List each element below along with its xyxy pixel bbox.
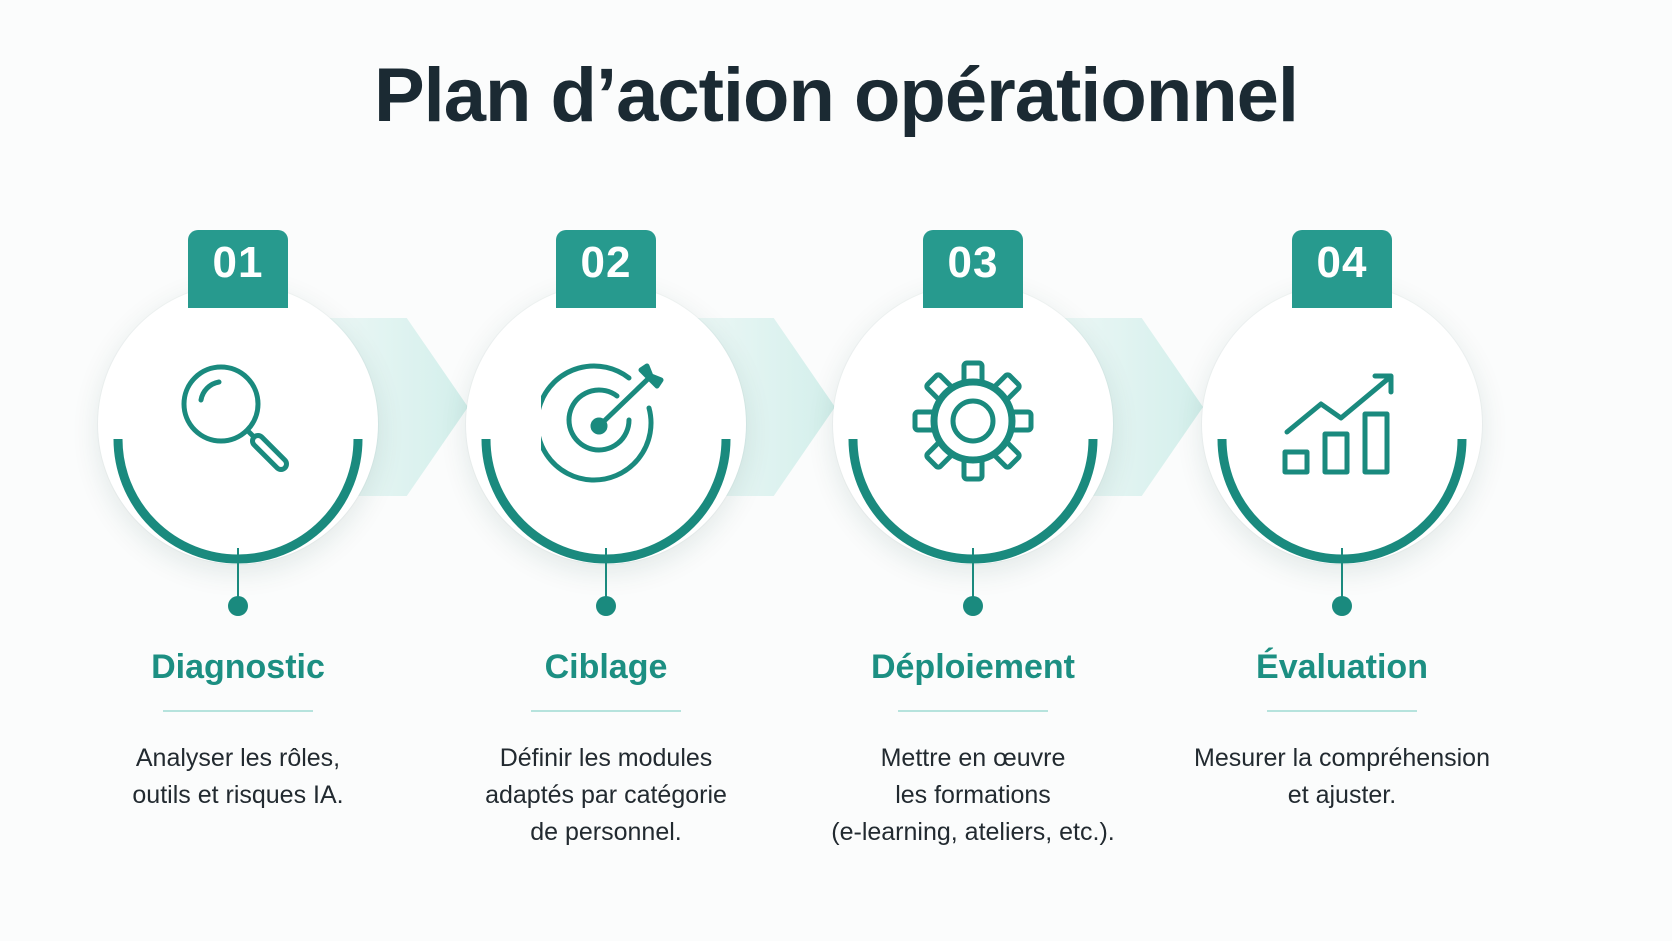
magnifying-glass-icon — [181, 364, 289, 472]
connector-line — [237, 548, 239, 606]
step-description: Mettre en œuvre les formations (e-learni… — [831, 744, 1115, 846]
step-2: 02 Ciblage Définir les modules adaptés p… — [416, 228, 796, 868]
step-circle — [833, 284, 1113, 564]
growth-chart-icon — [1282, 373, 1394, 475]
connector-dot — [963, 596, 983, 616]
target-icon — [541, 363, 664, 483]
step-description: Analyser les rôles, outils et risques IA… — [132, 744, 344, 809]
step-title: Diagnostic — [151, 648, 325, 686]
step-number-badge: 01 — [188, 230, 288, 308]
step-circle — [98, 284, 378, 564]
step-number-badge: 03 — [923, 230, 1023, 308]
step-1: 01 Diagnostic Analyser les rôles, outils… — [48, 228, 428, 868]
step-number-badge: 02 — [556, 230, 656, 308]
step-title: Ciblage — [544, 648, 668, 686]
title-underline — [1267, 710, 1417, 712]
step-3: 03 Déploiement Mettre en œuvre les forma… — [783, 228, 1163, 868]
step-4: 04 Évaluation Mesurer la compréhension e… — [1152, 228, 1532, 868]
title-underline — [163, 710, 313, 712]
page-title: Plan d’action opérationnel — [373, 53, 1299, 138]
title-underline — [898, 710, 1048, 712]
step-circle — [1202, 284, 1482, 564]
step-circle — [466, 284, 746, 564]
step-number-badge: 04 — [1292, 230, 1392, 308]
step-title: Évaluation — [1256, 648, 1428, 686]
connector-dot — [596, 596, 616, 616]
connector-dot — [1332, 596, 1352, 616]
connector-dot — [228, 596, 248, 616]
gear-icon — [912, 360, 1034, 482]
step-description: Définir les modules adaptés par catégori… — [485, 744, 727, 846]
connector-line — [1341, 548, 1343, 606]
connector-line — [605, 548, 607, 606]
title-underline — [531, 710, 681, 712]
connector-line — [972, 548, 974, 606]
step-description: Mesurer la compréhension et ajuster. — [1194, 744, 1490, 809]
step-title: Déploiement — [870, 648, 1076, 686]
